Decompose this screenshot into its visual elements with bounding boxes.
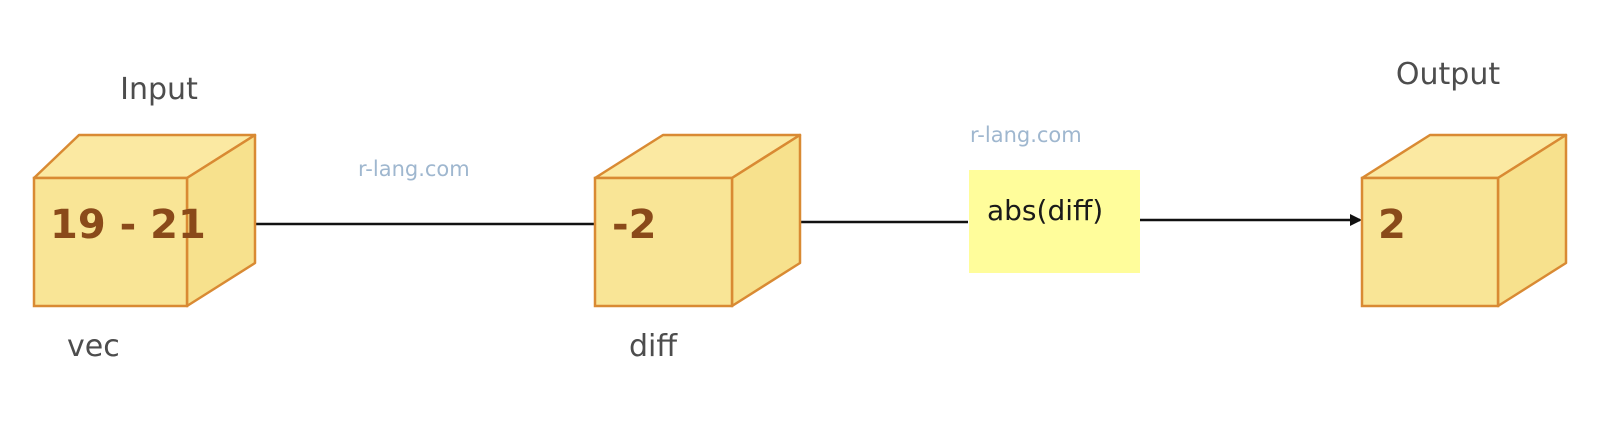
cube-front-face (32, 176, 189, 308)
input-cube-caption: vec (67, 329, 120, 364)
diff-cube: -2 (593, 133, 802, 308)
watermark-text: r-lang.com (358, 157, 470, 181)
cube-front-face (1360, 176, 1500, 308)
output-cube-value: 2 (1378, 202, 1406, 248)
operation-label: abs(diff) (987, 194, 1103, 227)
input-cube: 19 - 21 (32, 133, 257, 308)
output-heading: Output (1396, 57, 1500, 92)
input-cube-value: 19 - 21 (50, 202, 206, 248)
output-cube: 2 (1360, 133, 1568, 308)
operation-note: abs(diff) (969, 170, 1140, 273)
input-heading: Input (120, 72, 198, 107)
watermark-text: r-lang.com (970, 123, 1082, 147)
operation-note-box (969, 170, 1140, 273)
diff-cube-caption: diff (629, 329, 678, 364)
diff-cube-value: -2 (612, 202, 656, 248)
cube-front-face (593, 176, 734, 308)
